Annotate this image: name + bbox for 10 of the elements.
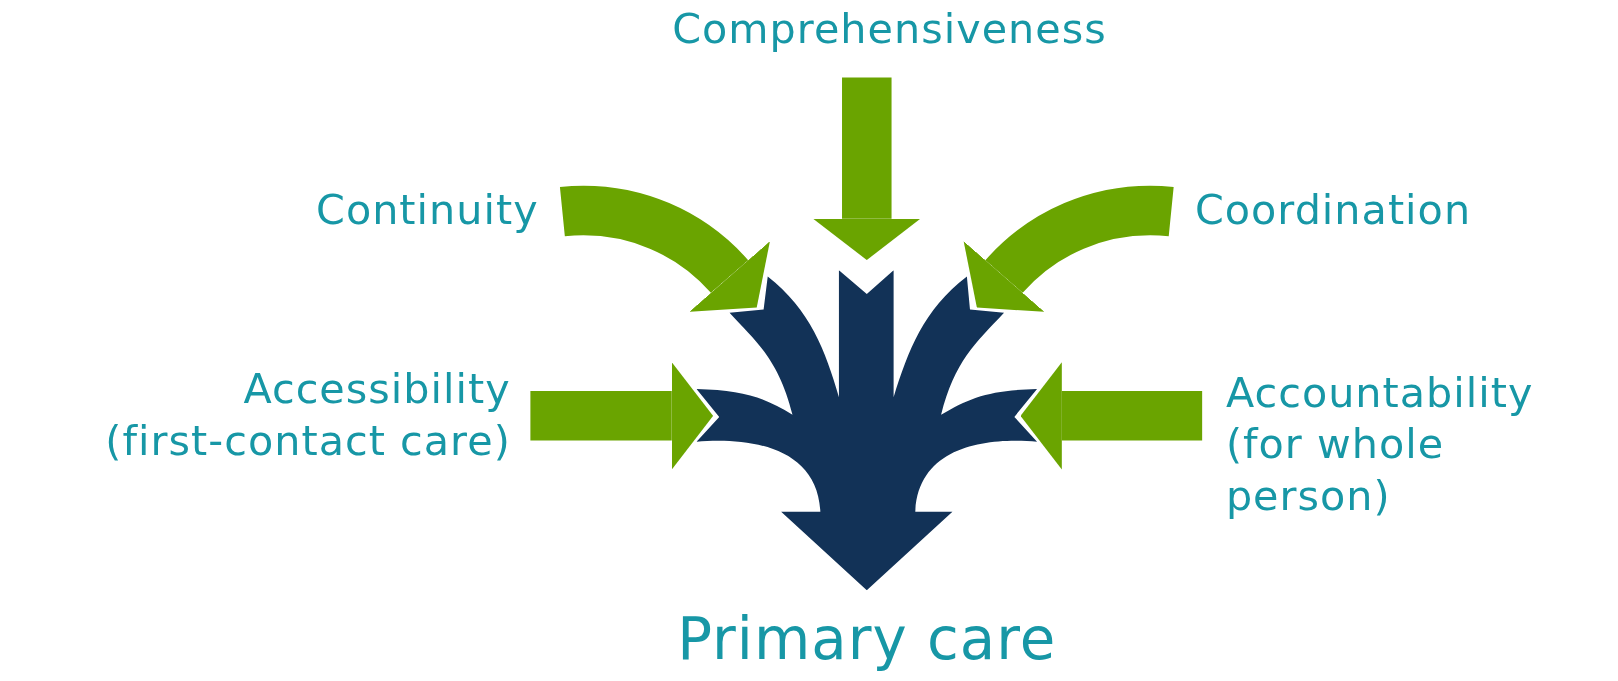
block-arrow bbox=[1020, 362, 1203, 470]
concept-label: Coordination bbox=[1194, 184, 1473, 236]
concept-label: Comprehensiveness bbox=[671, 4, 1108, 55]
merging-arrow-shape bbox=[696, 270, 1038, 591]
concept-label: Continuity bbox=[315, 184, 539, 236]
block-arrow bbox=[530, 362, 714, 470]
concept-label: Accountability (for whole person) bbox=[1225, 367, 1535, 522]
block-arrow bbox=[813, 77, 921, 261]
caption-text: Primary care bbox=[676, 604, 1058, 675]
concept-label: Accessibility (first-contact care) bbox=[104, 364, 511, 467]
